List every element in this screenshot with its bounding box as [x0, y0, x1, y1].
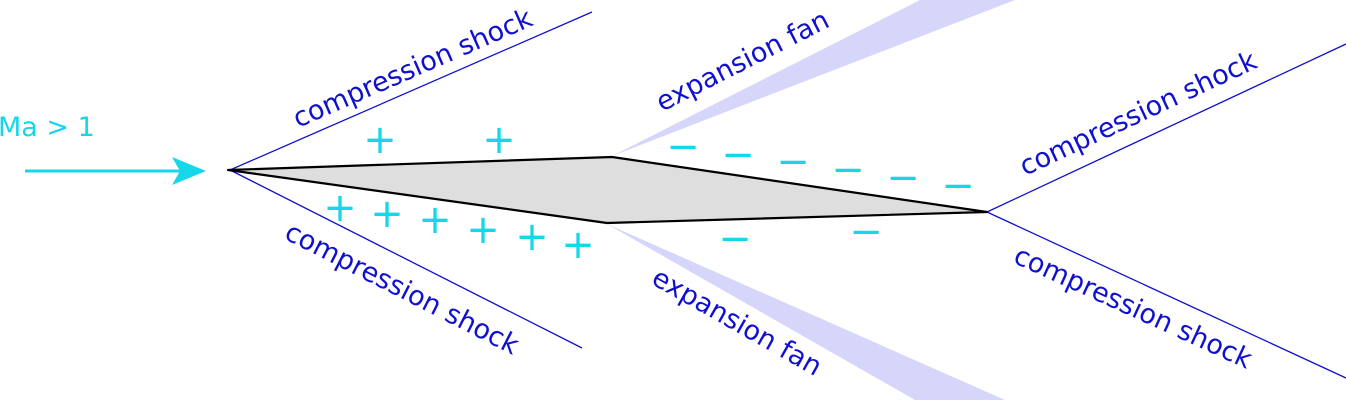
lower-expansion-fan	[607, 224, 1005, 400]
lower-rear-shock-label: compression shock	[1009, 240, 1257, 375]
plus-sign: +	[466, 207, 500, 253]
diamond-airfoil	[226, 155, 989, 225]
lower-rear-shock-line	[986, 211, 1346, 379]
minus-sign: −	[831, 147, 865, 193]
plus-sign: +	[515, 214, 549, 260]
minus-sign: −	[849, 209, 883, 255]
upper-rear-shock-label: compression shock	[1015, 45, 1262, 182]
upper-front-shock-line	[229, 11, 593, 171]
flow-arrow-head	[172, 157, 206, 185]
upper-rear-shock-line	[986, 43, 1346, 213]
plus-sign: +	[323, 185, 357, 231]
minus-sign: −	[666, 124, 700, 170]
minus-sign: −	[886, 155, 920, 201]
plus-sign: +	[370, 191, 404, 237]
plus-sign: +	[482, 117, 516, 163]
minus-sign: −	[941, 163, 975, 209]
plus-sign: +	[561, 222, 595, 268]
minus-sign: −	[776, 139, 810, 185]
minus-sign: −	[721, 132, 755, 178]
lower-front-shock-line	[229, 169, 583, 349]
upper-expansion-fan	[612, 0, 1015, 156]
plus-sign: +	[418, 197, 452, 243]
minus-sign: −	[718, 216, 752, 262]
upper-front-shock-label: compression shock	[288, 3, 537, 135]
mach-label: Ma > 1	[0, 112, 95, 143]
plus-sign: +	[363, 117, 397, 163]
